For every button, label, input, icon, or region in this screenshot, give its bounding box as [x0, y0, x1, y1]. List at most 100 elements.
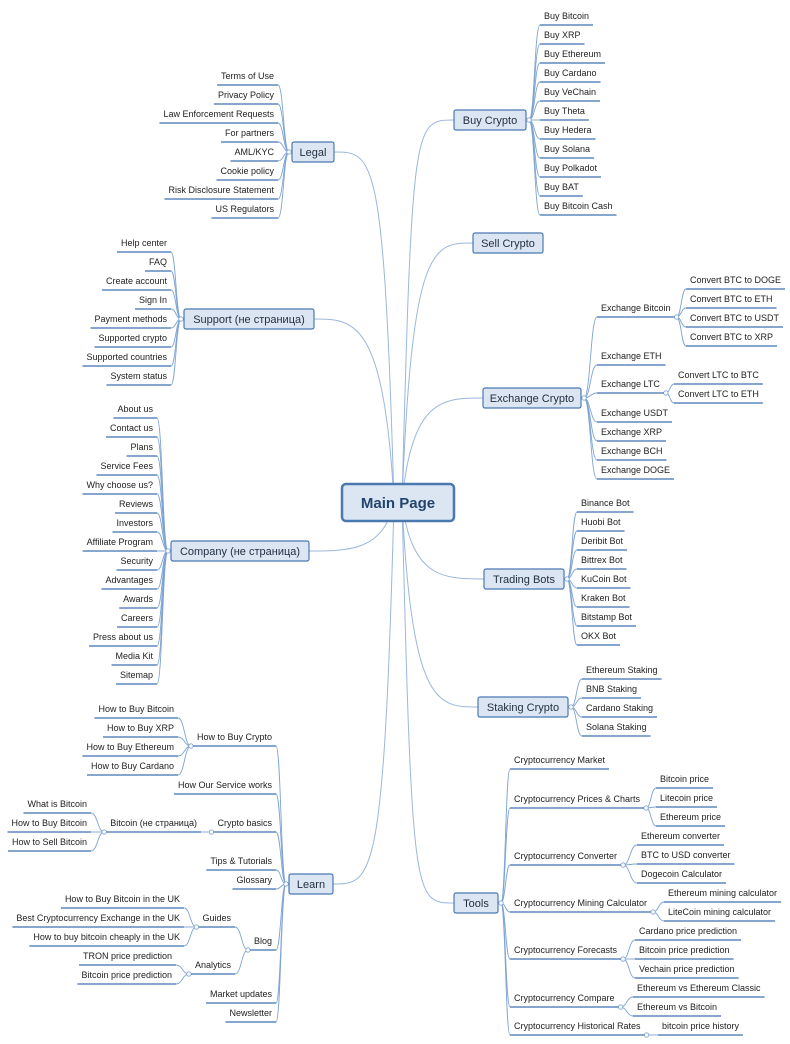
branch-exchange-crypto-exchange-ltc-convert-ltc-to-eth[interactable]: Convert LTC to ETH [674, 389, 763, 404]
branch-legal-for-partners[interactable]: For partners [220, 128, 278, 143]
branch-tools-cryptocurrency-converter-dogecoin-calculator[interactable]: Dogecoin Calculator [637, 869, 727, 884]
branch-tools-cryptocurrency-compare-ethereum-vs-bitcoin[interactable]: Ethereum vs Bitcoin [633, 1002, 722, 1017]
branch-buy-crypto-buy-bitcoin[interactable]: Buy Bitcoin [540, 11, 594, 26]
branch-exchange-crypto-exchange-bitcoin-convert-btc-to-usdt[interactable]: Convert BTC to USDT [686, 313, 784, 328]
branch-buy-crypto-buy-bitcoin-cash[interactable]: Buy Bitcoin Cash [540, 201, 617, 216]
branch-support-не-страница-create-account[interactable]: Create account [101, 276, 171, 291]
branch-exchange-crypto-exchange-doge[interactable]: Exchange DOGE [597, 465, 675, 480]
branch-support-не-страница-sign-in[interactable]: Sign In [134, 295, 171, 310]
branch-tools-cryptocurrency-mining-calculator-litecoin-mining-calculator[interactable]: LiteCoin mining calculator [664, 907, 776, 922]
branch-learn-crypto-basics-bitcoin-не-страница[interactable]: Bitcoin (не страница) [106, 818, 201, 833]
branch-learn-crypto-basics-bitcoin-не-страница-what-is-bitcoin[interactable]: What is Bitcoin [23, 799, 91, 814]
branch-tools-cryptocurrency-prices-charts-bitcoin-price[interactable]: Bitcoin price [656, 774, 714, 789]
branch-exchange-crypto-exchange-bch[interactable]: Exchange BCH [597, 446, 667, 461]
branch-company-не-страница-about-us[interactable]: About us [113, 404, 157, 419]
branch-tools-cryptocurrency-converter-ethereum-converter[interactable]: Ethereum converter [637, 831, 725, 846]
branch-learn-crypto-basics-bitcoin-не-страница-how-to-buy-bitcoin[interactable]: How to Buy Bitcoin [7, 818, 91, 833]
branch-company-не-страница-why-choose-us[interactable]: Why choose us? [82, 480, 157, 495]
branch-buy-crypto-buy-xrp[interactable]: Buy XRP [540, 30, 585, 45]
main-page-box[interactable] [340, 482, 456, 523]
branch-support-не-страница-faq[interactable]: FAQ [144, 257, 171, 272]
branch-support-не-страница-supported-countries[interactable]: Supported countries [82, 352, 171, 367]
branch-exchange-crypto-box[interactable] [482, 387, 582, 409]
branch-exchange-crypto-exchange-ltc[interactable]: Exchange LTC [597, 379, 664, 394]
branch-learn-crypto-basics-bitcoin-не-страница-how-to-sell-bitcoin[interactable]: How to Sell Bitcoin [7, 837, 91, 852]
branch-tools[interactable]: Tools [453, 892, 499, 914]
branch-tools-cryptocurrency-market[interactable]: Cryptocurrency Market [510, 755, 610, 770]
branch-learn-glossary[interactable]: Glossary [232, 875, 276, 890]
branch-exchange-crypto-exchange-usdt[interactable]: Exchange USDT [597, 408, 673, 423]
branch-support-не-страница-box[interactable] [183, 308, 315, 330]
branch-staking-crypto-solana-staking[interactable]: Solana Staking [582, 722, 651, 737]
branch-exchange-crypto-exchange-bitcoin-convert-btc-to-eth[interactable]: Convert BTC to ETH [686, 294, 777, 309]
branch-legal[interactable]: Legal [291, 141, 335, 163]
branch-learn-blog-guides-how-to-buy-bitcoin-in-the-uk[interactable]: How to Buy Bitcoin in the UK [60, 894, 184, 909]
branch-sell-crypto-box[interactable] [472, 232, 544, 254]
branch-legal-risk-disclosure-statement[interactable]: Risk Disclosure Statement [164, 185, 278, 200]
branch-tools-cryptocurrency-prices-charts-litecoin-price[interactable]: Litecoin price [656, 793, 718, 808]
branch-learn-blog-guides-best-cryptocurrency-exchange-in-the-uk[interactable]: Best Cryptocurrency Exchange in the UK [12, 913, 184, 928]
branch-support-не-страница[interactable]: Support (не страница) [183, 308, 315, 330]
branch-legal-aml-kyc[interactable]: AML/KYC [230, 147, 278, 162]
branch-tools-cryptocurrency-forecasts-cardano-price-prediction[interactable]: Cardano price prediction [635, 926, 742, 941]
branch-company-не-страница-service-fees[interactable]: Service Fees [96, 461, 157, 476]
branch-learn-blog-analytics-tron-price-prediction[interactable]: TRON price prediction [78, 951, 176, 966]
branch-company-не-страница-sitemap[interactable]: Sitemap [115, 670, 157, 685]
branch-learn-crypto-basics[interactable]: Crypto basics [213, 818, 276, 833]
branch-legal-cookie-policy[interactable]: Cookie policy [216, 166, 278, 181]
branch-sell-crypto[interactable]: Sell Crypto [472, 232, 544, 254]
branch-company-не-страница-media-kit[interactable]: Media Kit [111, 651, 157, 666]
branch-trading-bots-bitstamp-bot[interactable]: Bitstamp Bot [577, 612, 637, 627]
branch-trading-bots-binance-bot[interactable]: Binance Bot [577, 498, 634, 513]
branch-trading-bots-box[interactable] [483, 568, 565, 590]
branch-learn-blog-guides-how-to-buy-bitcoin-cheaply-in-the-uk[interactable]: How to buy bitcoin cheaply in the UK [29, 932, 184, 947]
branch-exchange-crypto[interactable]: Exchange Crypto [482, 387, 582, 409]
branch-exchange-crypto-exchange-ltc-convert-ltc-to-btc[interactable]: Convert LTC to BTC [674, 370, 763, 385]
branch-buy-crypto[interactable]: Buy Crypto [453, 109, 527, 131]
branch-learn-blog-guides[interactable]: Guides [198, 913, 235, 928]
branch-support-не-страница-system-status[interactable]: System status [106, 371, 171, 386]
branch-exchange-crypto-exchange-eth[interactable]: Exchange ETH [597, 351, 666, 366]
branch-company-не-страница-box[interactable] [170, 540, 310, 562]
branch-staking-crypto-ethereum-staking[interactable]: Ethereum Staking [582, 665, 662, 680]
branch-trading-bots-bittrex-bot[interactable]: Bittrex Bot [577, 555, 627, 570]
branch-trading-bots[interactable]: Trading Bots [483, 568, 565, 590]
branch-learn-newsletter[interactable]: Newsletter [225, 1008, 276, 1023]
branch-buy-crypto-buy-vechain[interactable]: Buy VeChain [540, 87, 601, 102]
branch-learn-box[interactable] [288, 873, 334, 895]
branch-learn-blog[interactable]: Blog [249, 936, 276, 951]
branch-exchange-crypto-exchange-bitcoin-convert-btc-to-doge[interactable]: Convert BTC to DOGE [686, 275, 786, 290]
branch-tools-cryptocurrency-historical-rates[interactable]: Cryptocurrency Historical Rates [510, 1021, 645, 1036]
branch-buy-crypto-buy-polkadot[interactable]: Buy Polkadot [540, 163, 602, 178]
branch-tools-cryptocurrency-compare-ethereum-vs-ethereum-classic[interactable]: Ethereum vs Ethereum Classic [633, 983, 765, 998]
branch-trading-bots-huobi-bot[interactable]: Huobi Bot [577, 517, 625, 532]
branch-staking-crypto-bnb-staking[interactable]: BNB Staking [582, 684, 642, 699]
branch-staking-crypto-box[interactable] [477, 696, 569, 718]
branch-company-не-страница-investors[interactable]: Investors [112, 518, 157, 533]
branch-legal-privacy-policy[interactable]: Privacy Policy [213, 90, 278, 105]
branch-company-не-страница-reviews[interactable]: Reviews [114, 499, 157, 514]
branch-buy-crypto-buy-solana[interactable]: Buy Solana [540, 144, 595, 159]
branch-legal-terms-of-use[interactable]: Terms of Use [216, 71, 278, 86]
branch-buy-crypto-buy-theta[interactable]: Buy Theta [540, 106, 589, 121]
branch-legal-box[interactable] [291, 141, 335, 163]
branch-learn[interactable]: Learn [288, 873, 334, 895]
branch-company-не-страница-contact-us[interactable]: Contact us [105, 423, 157, 438]
branch-learn-how-to-buy-crypto-how-to-buy-bitcoin[interactable]: How to Buy Bitcoin [94, 704, 178, 719]
branch-learn-blog-analytics[interactable]: Analytics [190, 960, 235, 975]
branch-tools-cryptocurrency-forecasts-bitcoin-price-prediction[interactable]: Bitcoin price prediction [635, 945, 734, 960]
branch-buy-crypto-buy-ethereum[interactable]: Buy Ethereum [540, 49, 606, 64]
branch-trading-bots-kraken-bot[interactable]: Kraken Bot [577, 593, 630, 608]
branch-tools-cryptocurrency-mining-calculator-ethereum-mining-calculator[interactable]: Ethereum mining calculator [664, 888, 782, 903]
branch-staking-crypto[interactable]: Staking Crypto [477, 696, 569, 718]
branch-learn-market-updates[interactable]: Market updates [205, 989, 276, 1004]
branch-learn-how-to-buy-crypto-how-to-buy-xrp[interactable]: How to Buy XRP [102, 723, 178, 738]
branch-learn-blog-analytics-bitcoin-price-prediction[interactable]: Bitcoin price prediction [77, 970, 176, 985]
branch-company-не-страница-press-about-us[interactable]: Press about us [88, 632, 157, 647]
branch-tools-cryptocurrency-compare[interactable]: Cryptocurrency Compare [510, 993, 619, 1008]
branch-buy-crypto-buy-hedera[interactable]: Buy Hedera [540, 125, 596, 140]
branch-buy-crypto-box[interactable] [453, 109, 527, 131]
branch-support-не-страница-help-center[interactable]: Help center [116, 238, 171, 253]
branch-trading-bots-kucoin-bot[interactable]: KuCoin Bot [577, 574, 631, 589]
branch-tools-cryptocurrency-historical-rates-bitcoin-price-history[interactable]: bitcoin price history [658, 1021, 744, 1036]
